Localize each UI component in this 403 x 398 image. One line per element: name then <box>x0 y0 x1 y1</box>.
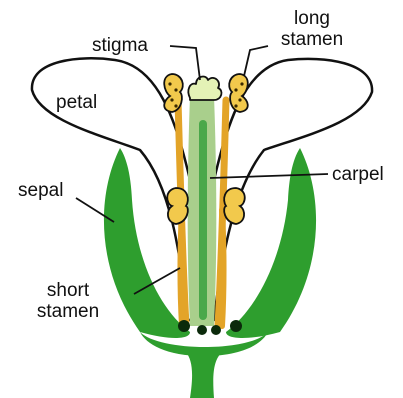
label-carpel: carpel <box>332 164 384 185</box>
carpel-style <box>199 120 207 320</box>
short-stamen-filament-left <box>181 210 183 326</box>
stem <box>186 352 222 398</box>
label-short-stamen-line1: short <box>20 280 116 301</box>
label-short-stamen: short stamen <box>20 280 116 322</box>
label-petal: petal <box>56 92 97 113</box>
label-long-stamen-line2: stamen <box>270 29 354 50</box>
long-stamen-anther-left <box>164 74 183 112</box>
label-long-stamen-line1: long <box>270 8 354 29</box>
short-stamen-anther-right <box>224 188 245 224</box>
stigma <box>188 77 221 100</box>
short-stamen-filament-right <box>222 210 224 326</box>
short-stamen-anther-left <box>167 188 188 224</box>
label-sepal: sepal <box>18 180 63 201</box>
long-stamen-anther-right <box>229 74 248 112</box>
label-long-stamen: long stamen <box>270 8 354 50</box>
label-short-stamen-line2: stamen <box>20 301 116 322</box>
label-stigma: stigma <box>92 35 148 56</box>
